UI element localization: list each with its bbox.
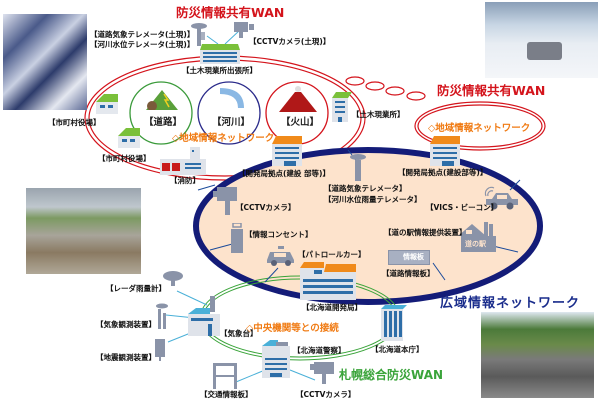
wan-link-dot	[406, 91, 426, 101]
radar-dish-icon	[163, 270, 183, 286]
label-michi-no-eki-device: 【道の駅情報提供装置】	[384, 228, 467, 237]
telemeter-antenna-icon	[189, 22, 209, 46]
label-dev-base-left: 【開発局拠点(建設 部等)】	[238, 169, 330, 178]
regional-network-title-right: ◇地域情報ネットワーク	[428, 123, 531, 134]
wan-link-dot	[385, 86, 405, 96]
hokkaido-gov-building-icon	[381, 305, 407, 341]
michi-no-eki-sign-text: 道の駅	[465, 240, 486, 248]
road-circle	[129, 81, 193, 145]
label-river-level-telemeter-top: 【河川水位テレメータ(土現)】	[90, 40, 195, 49]
label-fire: 【消防】	[170, 176, 200, 185]
wan-title-top: 防災情報共有WAN	[176, 5, 285, 20]
wide-area-network-title: 広域情報ネットワーク	[440, 296, 581, 311]
hokkaido-dev-bureau-building-icon	[300, 262, 356, 300]
municipal-office-icon	[118, 128, 140, 148]
label-hokkaido-gov: 【北海道本庁】	[371, 345, 424, 354]
label-patrol-car: 【パトロールカー】	[298, 250, 366, 259]
wan-link-dot	[365, 81, 385, 91]
label-cctv-top: 【CCTVカメラ(土現)】	[249, 37, 331, 46]
label-road-info-board: 【道路情報板】	[382, 269, 435, 278]
cctv-camera-icon	[213, 187, 237, 215]
label-traffic-info-board: 【交通情報板】	[200, 390, 253, 399]
flood-bridge-photo	[26, 188, 141, 274]
label-civil-office: 【土木現業所】	[352, 110, 405, 119]
label-road-weather-telemeter: 【道路気象テレメータ】	[324, 184, 407, 193]
fire-station-icon	[160, 147, 206, 175]
label-dev-base-right: 【開発局拠点(建設部等)】	[398, 168, 488, 177]
cctv-camera-icon	[310, 362, 334, 384]
label-weather-obs-device: 【気象観測装置】	[96, 320, 156, 329]
info-outlet-icon	[231, 222, 243, 253]
river-circle	[197, 81, 261, 145]
met-office-building-icon	[188, 296, 228, 336]
label-civil-branch: 【土木現業所出張所】	[182, 66, 257, 75]
michi-no-eki-house-icon	[458, 222, 496, 252]
label-municipal-1: 【市町村役場】	[48, 118, 101, 127]
seismic-obs-device-icon	[155, 339, 167, 361]
label-vics: 【VICS・ビーコン】	[426, 203, 499, 212]
label-river-rain-telemeter: 【河川水位雨量テレメータ】	[324, 195, 422, 204]
label-road-weather-telemeter-top: 【道路気象テレメータ(土現)】	[90, 30, 195, 39]
label-hokkaido-dev-bureau: 【北海道開発局】	[302, 303, 362, 312]
landslide-icon	[144, 88, 180, 111]
label-police: 【北海道警察】	[293, 346, 346, 355]
civil-branch-building-icon	[200, 44, 240, 64]
label-seismic-obs-device: 【地震観測装置】	[96, 353, 156, 362]
weather-obs-device-icon	[156, 303, 168, 329]
cracked-road-photo	[481, 312, 594, 398]
label-met-office: 【気象台】	[220, 329, 258, 338]
cctv-camera-icon	[234, 22, 256, 38]
regional-ring-right-inner	[417, 104, 543, 148]
road-info-board-sign-text: 情報板	[403, 253, 424, 261]
volcano-icon	[279, 86, 317, 112]
patrol-car-icon	[267, 246, 295, 266]
road-info-board-icon: 情報板	[388, 250, 430, 265]
traffic-info-board-icon	[213, 363, 237, 389]
regional-ring-right-outer	[414, 101, 546, 151]
label-radar-rain-gauge: 【レーダ雨量計】	[106, 284, 166, 293]
label-cctv-ring: 【CCTVカメラ】	[236, 203, 296, 212]
category-volcano: 【火山】	[281, 117, 320, 128]
aerial-photo	[3, 14, 87, 110]
dev-base-building-icon	[430, 136, 460, 166]
wide-area-ring	[193, 147, 543, 305]
police-building-icon	[262, 340, 290, 378]
category-river: 【河川】	[212, 117, 251, 128]
river-icon	[218, 86, 246, 110]
vics-signal-icon	[484, 183, 496, 197]
label-info-outlet: 【情報コンセント】	[245, 230, 313, 239]
car-icon	[486, 191, 518, 211]
central-connection-title: ◇中央機関等との接続	[246, 323, 339, 334]
wan-link-dot	[345, 76, 365, 86]
sapporo-wan-title: 札幌総合防災WAN	[339, 368, 444, 382]
snow-road-photo	[485, 2, 598, 78]
category-road: 【道路】	[144, 117, 183, 128]
label-cctv-bottom: 【CCTVカメラ】	[296, 390, 356, 399]
regional-network-title-left: ◇地域情報ネットワーク	[172, 133, 275, 144]
wan-title-right: 防災情報共有WAN	[437, 83, 546, 98]
civil-office-building-icon	[332, 92, 352, 122]
municipal-office-icon	[96, 94, 118, 114]
telemeter-antenna-icon	[349, 153, 367, 181]
dev-base-building-icon	[272, 136, 302, 166]
label-municipal-2: 【市町村役場】	[98, 154, 151, 163]
